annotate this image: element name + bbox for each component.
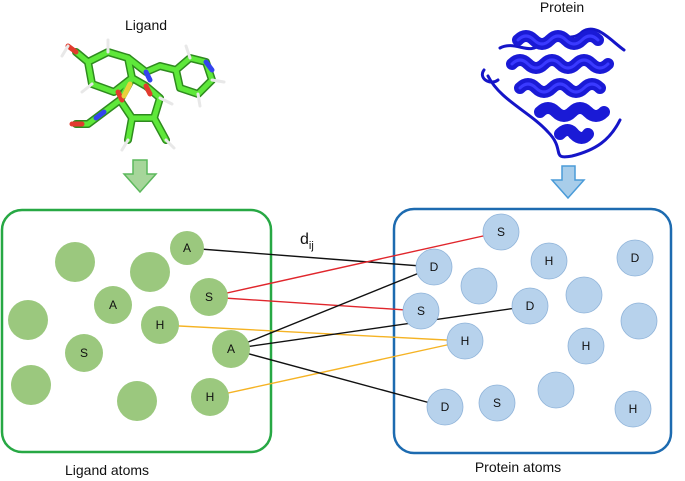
interaction-line-orange — [159, 324, 466, 342]
ligand-down-arrow-icon — [122, 159, 158, 194]
protein-atoms-caption: Protein atoms — [475, 459, 561, 475]
ligand-title: Ligand — [125, 17, 167, 33]
svg-text:H: H — [206, 390, 215, 404]
svg-text:H: H — [461, 334, 470, 348]
protein-atom — [537, 371, 575, 409]
svg-text:H: H — [545, 254, 554, 268]
protein-atoms-group: S D H D S D H H D S H — [402, 213, 658, 428]
ligand-atom: H — [141, 306, 179, 344]
protein-atom: S — [402, 292, 440, 330]
protein-atom: S — [482, 213, 520, 251]
ligand-atoms-group: A A S H S A H — [8, 231, 250, 421]
protein-atom: H — [530, 242, 568, 280]
protein-atom: H — [614, 390, 652, 428]
protein-atom: H — [567, 327, 605, 365]
svg-text:H: H — [156, 318, 165, 332]
svg-text:D: D — [430, 260, 439, 274]
svg-text:A: A — [183, 241, 191, 255]
protein-atoms-box — [392, 207, 673, 455]
protein-atom — [460, 267, 498, 305]
ligand-atom: S — [190, 278, 228, 316]
ligand-atom — [11, 365, 51, 405]
ligand-atom — [8, 300, 48, 340]
protein-structure-image — [481, 27, 626, 159]
ligand-atom: A — [94, 286, 132, 324]
protein-atom — [565, 276, 603, 314]
protein-atom: S — [478, 384, 516, 422]
ligand-atom: H — [191, 378, 229, 416]
protein-atom: D — [616, 239, 654, 277]
interaction-line-red — [208, 231, 502, 298]
protein-title: Protein — [540, 0, 584, 15]
distance-label: dij — [300, 231, 314, 252]
interaction-line-black — [230, 305, 531, 350]
svg-text:H: H — [582, 339, 591, 353]
svg-text:S: S — [497, 225, 505, 239]
ligand-molecule-image — [60, 38, 226, 152]
protein-atom: H — [446, 322, 484, 360]
interaction-line-orange — [209, 340, 466, 398]
svg-text:D: D — [631, 251, 640, 265]
svg-text:S: S — [493, 396, 501, 410]
svg-text:S: S — [417, 304, 425, 318]
ligand-atom — [117, 381, 157, 421]
protein-atom — [620, 302, 658, 340]
ligand-atom: S — [65, 334, 103, 372]
ligand-atoms-caption: Ligand atoms — [65, 462, 149, 478]
interaction-line-black — [186, 247, 435, 268]
svg-text:D: D — [526, 299, 535, 313]
ligand-atom — [130, 252, 170, 292]
svg-text:A: A — [227, 342, 235, 356]
protein-down-arrow-icon — [550, 165, 586, 200]
svg-text:S: S — [205, 290, 213, 304]
ligand-atom: A — [212, 330, 250, 368]
interaction-line-black — [230, 348, 446, 408]
interaction-lines — [159, 231, 531, 408]
svg-text:S: S — [80, 346, 88, 360]
svg-text:D: D — [441, 400, 450, 414]
ligand-atom: A — [170, 231, 204, 265]
ligand-atom — [55, 242, 95, 282]
interaction-line-red — [208, 296, 422, 312]
svg-text:A: A — [109, 298, 117, 312]
protein-atom: D — [415, 248, 453, 286]
interaction-line-black — [230, 266, 435, 350]
svg-text:H: H — [629, 402, 638, 416]
protein-atom: D — [511, 287, 549, 325]
protein-atom: D — [426, 388, 464, 426]
